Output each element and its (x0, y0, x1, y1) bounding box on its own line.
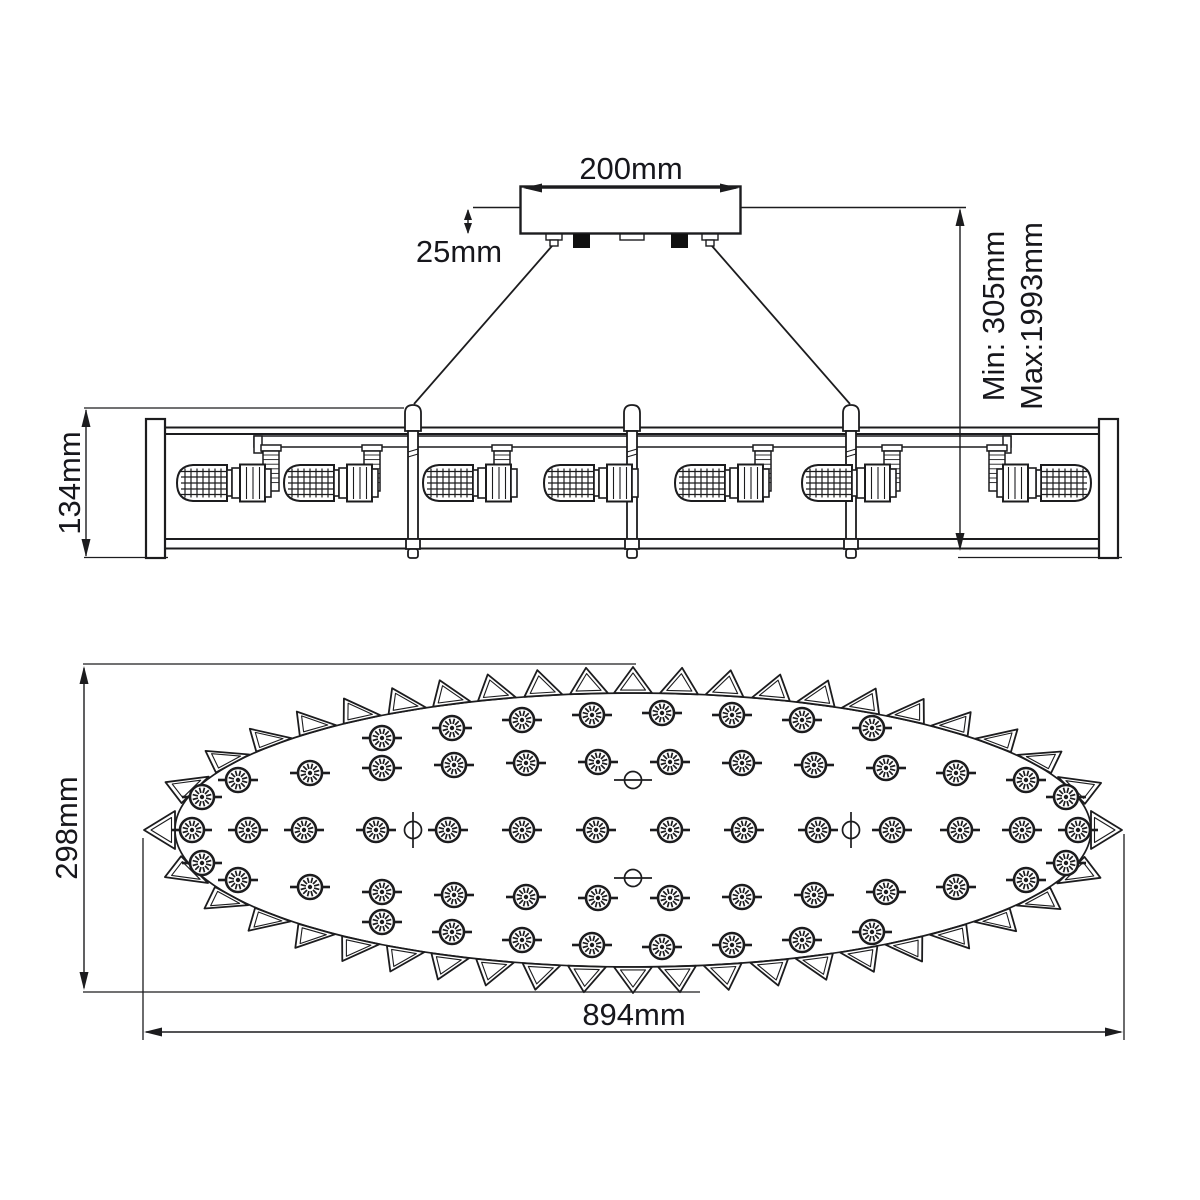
canopy-mount-block-left (573, 234, 590, 248)
border-crystal-spike (885, 698, 925, 725)
lamp-assembly (421, 463, 518, 503)
dim-suspension-arrow-bottom (955, 533, 965, 551)
border-crystal-spike (613, 966, 653, 994)
dim-canopy-height-label: 25mm (416, 234, 502, 269)
dim-canopy-width-arrow-left (523, 183, 542, 193)
border-crystal-spike (704, 669, 745, 698)
bulb-neck-ring (729, 467, 739, 499)
dim-plan-height-label: 298mm (49, 776, 84, 879)
suspension-cable-left (413, 245, 553, 405)
dim-body-height-arrow-top (81, 409, 91, 427)
border-crystal-spike (387, 687, 428, 715)
border-crystal-spike (702, 962, 743, 991)
bulb-neck-ring (598, 467, 608, 499)
canopy-cable-nut-right (705, 239, 715, 247)
border-crystal-spike (521, 962, 562, 991)
canopy-cable-gland-left (545, 233, 563, 241)
lamp-assembly (800, 463, 897, 503)
bulb-neck-ring (231, 467, 241, 499)
border-crystal-spike (341, 935, 381, 962)
border-crystal-spike (203, 886, 250, 910)
dim-canopy-width-arrow-right (720, 183, 739, 193)
border-crystal-spike (1016, 750, 1063, 774)
border-crystal-spike (477, 673, 517, 702)
border-crystal-spike (342, 697, 382, 725)
dim-plan-height-arrow-top (79, 666, 89, 684)
border-crystal-spike (613, 666, 653, 694)
border-crystal-spike (928, 923, 971, 950)
border-crystal-spike (430, 952, 471, 981)
lamp-assembly (996, 463, 1093, 503)
dim-canopy-height-arrow-up (464, 209, 472, 220)
canopy-cable-nut-left (549, 239, 559, 247)
dim-body-height-label: 134mm (52, 431, 87, 534)
socket-cap (371, 468, 379, 498)
socket-cap (996, 468, 1004, 498)
canopy-mount-block-right (671, 234, 688, 248)
border-crystal-spike (523, 669, 564, 698)
border-crystal-spike (432, 679, 472, 708)
suspension-cable-right (711, 245, 851, 405)
border-crystal-spike (659, 666, 699, 696)
border-crystal-spike (1015, 886, 1062, 910)
canopy-cable-gland-right (701, 233, 719, 241)
border-crystal-spike (567, 964, 607, 994)
lamp-assembly (175, 463, 272, 503)
border-crystal-spike (796, 679, 836, 708)
dim-plan-height-arrow-bottom (79, 972, 89, 990)
socket-cap (762, 468, 770, 498)
border-crystal-spike (204, 750, 251, 774)
dim-canopy-height-arrow-down (464, 223, 472, 234)
border-crystal-spike (884, 935, 924, 963)
plan-view-parts (143, 666, 1123, 994)
socket-cap (264, 468, 272, 498)
ceiling-canopy (519, 185, 742, 235)
socket-cap (510, 468, 518, 498)
border-crystal-spike (974, 728, 1019, 753)
border-crystal-spike (248, 727, 293, 753)
bulb-neck-ring (1027, 467, 1037, 499)
bulb-neck-ring (477, 467, 487, 499)
border-crystal-spike (569, 666, 609, 696)
dim-suspension-max-label: Max:1993mm (1014, 222, 1049, 410)
dim-suspension-min-label: Min: 305mm (976, 231, 1011, 402)
frame-end-cap-left (144, 417, 167, 560)
side-elevation-parts (175, 404, 1093, 559)
border-crystal-spike (143, 810, 176, 850)
border-crystal-spike (749, 958, 789, 987)
border-crystal-spike (794, 952, 834, 981)
border-crystal-spike (973, 907, 1018, 933)
border-crystal-spike (840, 687, 880, 716)
side-elevation-overlay: 200mm 25mm Min: 305mm Max:1993mm 134mm (52, 151, 1120, 560)
dim-plan-length-arrow-right (1105, 1027, 1123, 1037)
border-crystal-spike (930, 711, 972, 737)
dim-plan-length-label: 894mm (582, 997, 685, 1032)
border-crystal-spike (247, 907, 292, 932)
border-crystal-spike (657, 964, 697, 994)
bulb-neck-ring (338, 467, 348, 499)
socket-cap (889, 468, 897, 498)
lamp-assembly (542, 463, 639, 503)
border-crystal-spike (475, 958, 515, 987)
dim-suspension-arrow-top (955, 208, 965, 226)
border-crystal-spike (385, 944, 426, 973)
dim-body-height-arrow-bottom (81, 539, 91, 557)
border-crystal-spike (294, 923, 336, 949)
dim-canopy-width-label: 200mm (579, 151, 682, 186)
side-elevation-base (84, 206, 1122, 559)
border-crystal-spike (751, 673, 791, 702)
lamp-assembly (673, 463, 770, 503)
lamp-assembly (282, 463, 379, 503)
support-rod (404, 404, 422, 559)
border-crystal-spike (295, 710, 338, 737)
frame-end-cap-right (1097, 417, 1120, 560)
socket-cap (631, 468, 639, 498)
dim-plan-length-arrow-left (144, 1027, 162, 1037)
border-crystal-spike (839, 945, 879, 973)
canopy-center-tab (619, 233, 645, 241)
bulb-neck-ring (856, 467, 866, 499)
